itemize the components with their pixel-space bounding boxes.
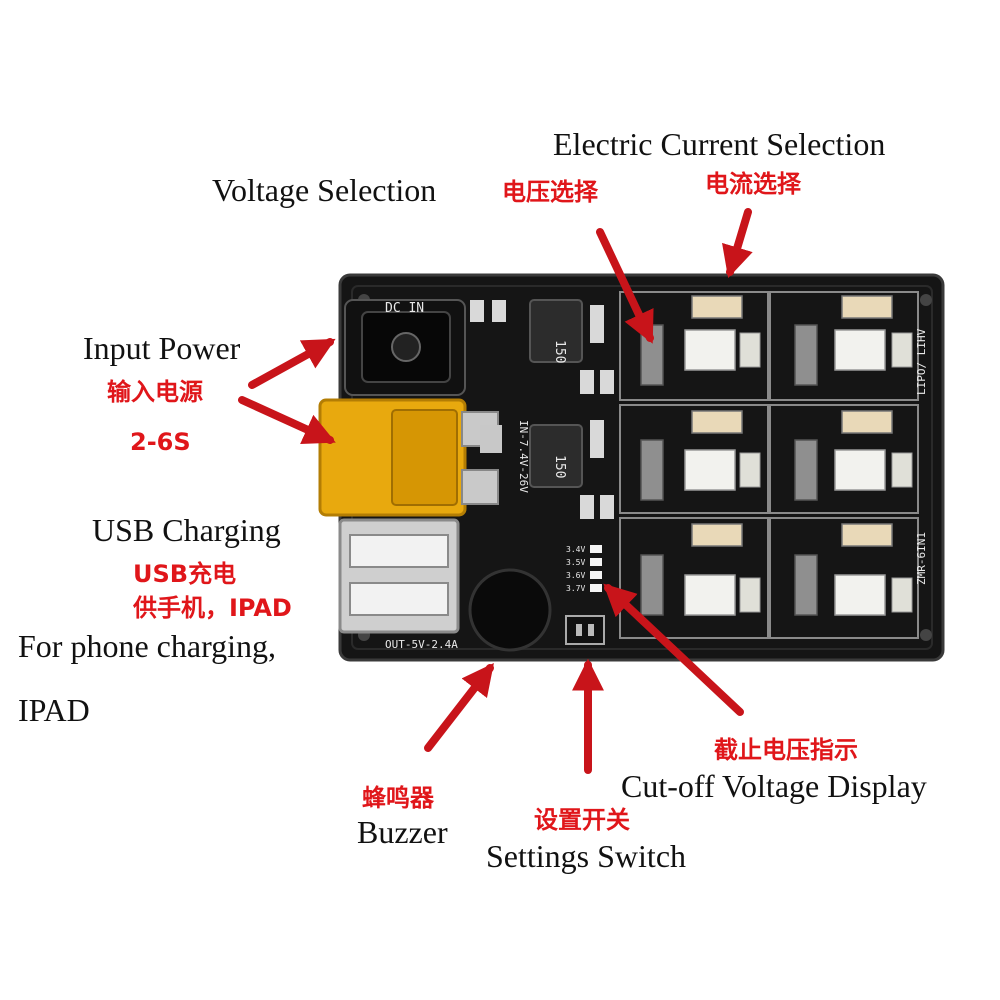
input-power-label-cn: 输入电源 xyxy=(107,378,203,406)
arrow-current xyxy=(722,208,753,279)
smd-components xyxy=(470,300,614,519)
voltage-selection-label: Voltage Selection xyxy=(212,172,437,208)
cutoff-level-silk: 3.6V xyxy=(566,571,585,580)
input-power-label: Input Power xyxy=(83,330,241,366)
usb-phone-label-cn: 供手机，IPAD xyxy=(133,594,292,622)
buzzer xyxy=(468,568,552,652)
input-power-range: 2-6S xyxy=(130,428,191,456)
dc-in-silk: DC IN xyxy=(385,301,424,316)
inductor-label: 150 xyxy=(552,455,567,478)
cutoff-display-label-cn: 截止电压指示 xyxy=(714,736,858,764)
xt60-connector xyxy=(318,398,499,517)
arrow-buzzer xyxy=(424,662,494,752)
usb-out-silk: OUT-5V-2.4A xyxy=(385,638,458,651)
mounting-hole xyxy=(920,294,932,306)
settings-switch-label: Settings Switch xyxy=(486,838,687,874)
arrow-cutoff xyxy=(603,583,744,716)
phone-charging-label-line2: IPAD xyxy=(18,692,90,728)
inductor-label: 150 xyxy=(552,340,567,363)
phone-charging-label-line1: For phone charging, xyxy=(18,628,277,664)
cutoff-level-silk: 3.4V xyxy=(566,545,585,554)
model-silk: ZMR-6IN1 xyxy=(915,532,928,585)
arrow-voltage xyxy=(596,228,654,344)
dc-jack xyxy=(344,299,466,396)
settings-switch xyxy=(565,615,605,645)
inductor xyxy=(529,424,583,488)
cutoff-level-silk: 3.5V xyxy=(566,558,585,567)
channel-grid xyxy=(619,291,919,639)
electric-current-label-cn: 电流选择 xyxy=(705,170,801,198)
electric-current-label: Electric Current Selection xyxy=(553,126,886,162)
input-range-silk: IN-7.4V-26V xyxy=(517,420,530,493)
mode-silk: LIPO/ LIHV xyxy=(915,328,928,395)
buzzer-label: Buzzer xyxy=(357,814,448,850)
arrow-xt60 xyxy=(238,396,336,444)
inductor xyxy=(529,299,583,363)
voltage-selection-label-cn: 电压选择 xyxy=(502,178,598,206)
cutoff-display-label: Cut-off Voltage Display xyxy=(621,768,927,804)
cutoff-leds xyxy=(590,545,602,592)
cutoff-level-silk: 3.7V xyxy=(566,584,585,593)
callout-arrows xyxy=(238,208,753,774)
settings-switch-label-cn: 设置开关 xyxy=(534,806,630,834)
arrow-dc-in xyxy=(248,338,336,389)
channel-parts xyxy=(640,295,913,616)
usb-charging-label-cn: USB充电 xyxy=(133,560,237,588)
usb-charging-label: USB Charging xyxy=(92,512,281,548)
mounting-hole xyxy=(920,629,932,641)
usb-port xyxy=(338,518,460,634)
buzzer-label-cn: 蜂鸣器 xyxy=(362,784,434,812)
